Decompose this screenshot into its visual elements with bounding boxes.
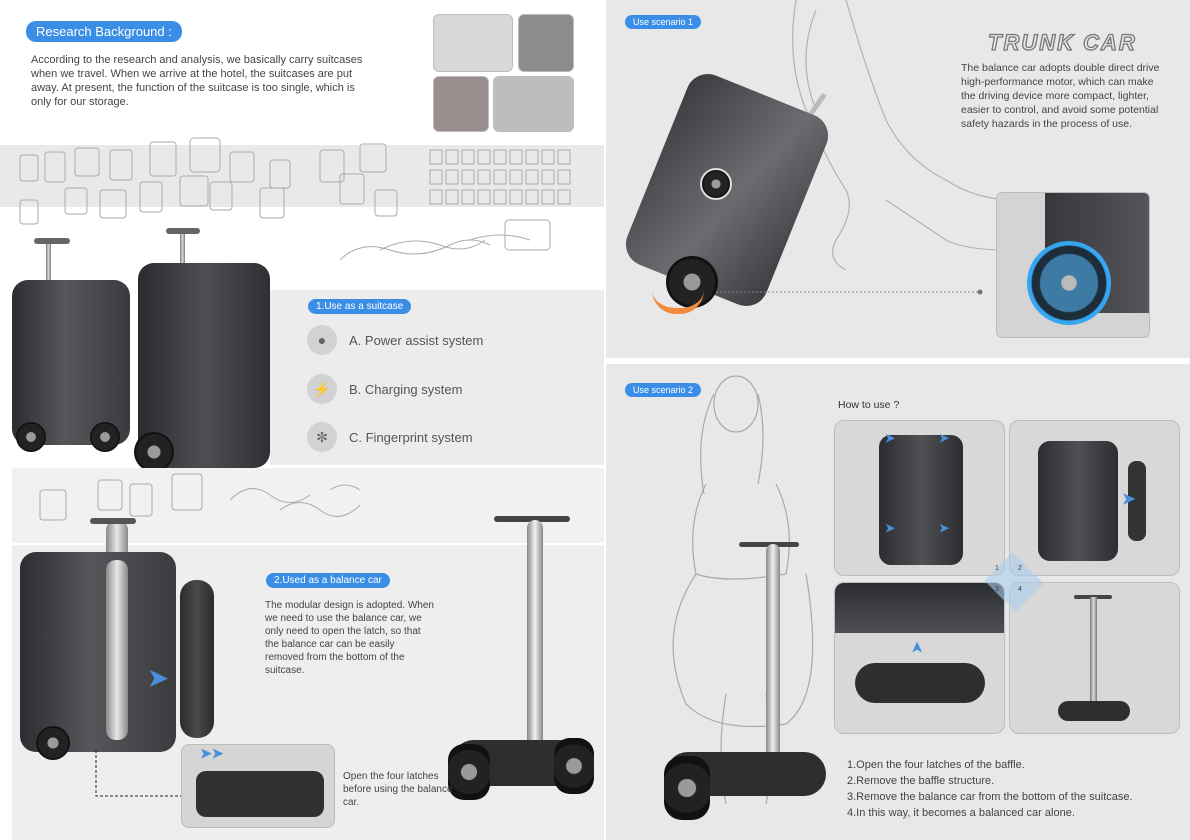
power-assist-icon: ● — [307, 325, 337, 355]
feature-fingerprint: ✼ C. Fingerprint system — [307, 422, 473, 452]
left-page: Research Background : According to the r… — [0, 14, 604, 840]
reference-photo-3 — [433, 76, 489, 132]
steps-list: 1.Open the four latches of the baffle. 2… — [847, 759, 1133, 823]
step1-arrow-icon: ➤ — [885, 521, 896, 535]
balance-car-pole — [527, 520, 543, 750]
step1-arrow-icon: ➤ — [885, 431, 896, 445]
use-scenario-1-tag: Use scenario 1 — [625, 15, 702, 29]
suitcase-handle-grip-2 — [166, 228, 200, 234]
use-scenario-2-panel: Use scenario 2 How to use ? ➤ ➤ ➤ ➤ ➤ ➤ — [606, 364, 1190, 840]
riding-person-sketch — [672, 375, 814, 805]
latch-detail-photo: ➤➤ — [181, 744, 335, 828]
feature-label: B. Charging system — [349, 381, 463, 397]
step2-arrow-icon: ➤ — [1122, 491, 1136, 508]
ride-pole — [766, 544, 780, 774]
motor-wheel-icon — [1027, 241, 1111, 325]
balance-car-text: The modular design is adopted. When we n… — [265, 600, 434, 676]
step3-balance-car — [855, 663, 985, 703]
step4-pole — [1090, 597, 1097, 707]
step-text-3: 3.Remove the balance car from the bottom… — [847, 791, 1133, 803]
feature-label: C. Fingerprint system — [349, 429, 473, 445]
step-marker-4: 4 — [1018, 586, 1022, 593]
latch-arrow-icon: ➤➤ — [200, 745, 224, 761]
step-image-1: ➤ ➤ ➤ ➤ — [834, 420, 1005, 576]
latch-caption: Open the four latches before using the b… — [343, 771, 453, 808]
step3-case-bottom — [835, 583, 1004, 633]
balance-car-wheel-left — [448, 744, 490, 800]
step-marker-1: 1 — [995, 565, 999, 572]
reference-photo-4 — [493, 76, 574, 132]
step2-baffle — [1128, 461, 1146, 541]
ride-wheel-left — [664, 756, 710, 820]
fingerprint-icon: ✼ — [307, 422, 337, 452]
step-markers: 1 2 3 4 — [984, 552, 1044, 612]
use-scenario-1-panel: Use scenario 1 TRUNK CAR The balance car… — [606, 0, 1190, 358]
suitcase-front-view — [12, 280, 130, 445]
charging-icon: ⚡ — [307, 374, 337, 404]
rotation-arrow-icon — [652, 290, 704, 314]
step-image-4 — [1009, 582, 1180, 734]
suitcase-handle-left — [46, 240, 51, 290]
callout-line — [716, 289, 983, 295]
feature-power-assist: ● A. Power assist system — [307, 325, 483, 355]
suitcase-steering-pole-front — [106, 560, 128, 740]
steering-grip — [90, 518, 136, 524]
how-to-use-label: How to use ? — [838, 399, 900, 411]
suitcase-handle-right — [180, 230, 185, 280]
motor-detail-photo — [996, 192, 1150, 338]
step-image-3: ➤ — [834, 582, 1005, 734]
scenario-1-text: The balance car adopts double direct dri… — [961, 62, 1160, 130]
step-text-1: 1.Open the four latches of the baffle. — [847, 759, 1025, 771]
suitcase-wheel-left — [16, 422, 46, 452]
sketch-band-top — [0, 145, 604, 207]
step4-base — [1058, 701, 1130, 721]
suitcase-wheel-bottom — [36, 726, 70, 760]
removed-baffle — [180, 580, 214, 738]
latch-callout-line — [95, 750, 182, 797]
research-background-tag: Research Background : — [26, 21, 182, 42]
step1-arrow-icon: ➤ — [939, 521, 950, 535]
step1-arrow-icon: ➤ — [939, 431, 950, 445]
concept-sketches — [19, 137, 571, 261]
feature-label: A. Power assist system — [349, 332, 484, 348]
balance-car-tag: 2.Used as a balance car — [266, 573, 390, 588]
balance-car-wheel-right — [554, 738, 594, 794]
suitcase-wheel-right — [90, 422, 120, 452]
suitcase-handle-grip — [34, 238, 70, 244]
latch-body — [196, 771, 324, 817]
use-as-suitcase-tag: 1.Use as a suitcase — [308, 299, 412, 314]
research-background-text: According to the research and analysis, … — [31, 54, 363, 108]
suitcase-side-view — [20, 552, 176, 752]
balance-car-handlebar — [494, 516, 570, 522]
arrow-right-icon: ➤ — [148, 665, 169, 692]
step-marker-3: 3 — [995, 586, 999, 593]
step3-arrow-icon: ➤ — [908, 641, 925, 654]
step-text-2: 2.Remove the baffle structure. — [847, 775, 995, 787]
suitcase-wheel-big — [134, 432, 174, 472]
concept-sketches-2 — [39, 473, 361, 521]
step-marker-2: 2 — [1018, 565, 1022, 572]
reference-photo-1 — [433, 14, 513, 72]
walking-person-sketch — [792, 0, 1016, 271]
step-text-4: 4.In this way, it becomes a balanced car… — [847, 807, 1075, 819]
feature-charging: ⚡ B. Charging system — [307, 374, 462, 404]
step-image-2: ➤ — [1009, 420, 1180, 576]
step2-case — [1038, 441, 1118, 561]
trunk-car-lock-dial — [700, 168, 732, 200]
step1-case — [879, 435, 963, 565]
trunk-car-title: TRUNK CAR — [987, 29, 1137, 55]
use-scenario-2-tag: Use scenario 2 — [625, 383, 702, 397]
reference-photo-2 — [518, 14, 574, 72]
